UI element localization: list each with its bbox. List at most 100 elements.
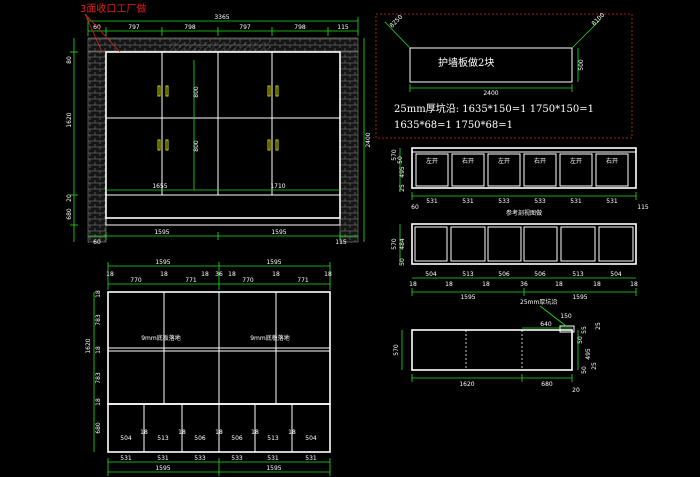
plan-total-a: 1595 [155,259,170,266]
total-height: 2400 [365,132,372,147]
door-label-1: 左开 [426,157,438,165]
front-elevation: 3365 60 797 798 797 798 115 80 1620 20 6… [66,2,372,246]
bench-dim-2: 531 [426,198,438,205]
plan-board-right: 9mm底板落地 [250,334,290,342]
ref-small-1: 18 [409,281,417,288]
plan-bottom-2: 531 [157,455,169,462]
kang-strip-line2: 1635*68=1 1750*68=1 [394,120,513,131]
side-top-4: 25 [595,322,602,330]
plan-top-2: 771 [185,277,197,284]
plan-left-4: 783 [95,372,102,384]
plan-view: 9mm底板落地 9mm底板落地 1595 1595 770 771 770 77… [85,259,332,476]
guard-diag-left: 8250 [388,14,404,30]
kang-edge [105,217,341,226]
top-hatch [170,42,270,52]
door-height-bottom: 800 [193,140,200,152]
left-dim-1: 80 [66,56,73,64]
ref-body [411,223,637,265]
guard-dash-frame [375,13,633,139]
bench-left-dim-4: 25 [399,184,406,192]
ref-left-dim-3: 50 [399,258,406,266]
plan-top-3: 770 [242,277,254,284]
plan-left-5: 18 [95,398,102,406]
ref-left-dim-1: 570 [391,238,398,250]
plan-bottom-total-a: 1595 [155,465,170,472]
plan-inner-small-2: 18 [178,429,186,436]
ref-small-7: 18 [630,281,638,288]
ref-small-6: 18 [593,281,601,288]
bench-left-dim-1: 570 [391,149,398,161]
plan-total-b: 1595 [266,259,281,266]
plan-bottom-total-b: 1595 [266,465,281,472]
side-top-1: 640 [540,321,552,328]
plan-left-6: 680 [95,422,102,434]
bench-body [411,147,637,189]
plan-inner-3: 506 [194,435,206,442]
plan-inner-6: 504 [305,435,317,442]
bench-doors [415,153,629,187]
top-dim-2: 797 [128,24,140,31]
bench-left-dim-3: 495 [399,166,406,178]
door-handles [157,85,279,151]
plan-board-left: 9mm底板落地 [141,334,181,342]
ref-dim-4: 506 [534,271,546,278]
top-dim-5: 798 [294,24,306,31]
ref-dim-5: 513 [572,271,584,278]
ref-dim-1: 504 [425,271,437,278]
bench-dim-1: 60 [411,204,419,211]
side-section: 25mm厚坑沿 640 150 55 25 570 50 495 25 50 1… [393,298,602,394]
side-bottom-b: 680 [541,381,553,388]
wall-left [87,51,107,243]
door-label-2: 右开 [462,157,474,165]
ref-small-4: 36 [520,281,528,288]
mid-dim-left: 1655 [152,183,167,190]
plan-bottom-6: 531 [305,455,317,462]
plan-inner-small-1: 18 [140,429,148,436]
bench-dim-3: 531 [462,198,474,205]
bench-elevation: 左开 右开 左开 右开 左开 右开 570 50 495 25 60 531 5… [391,147,649,217]
plan-bottom-5: 531 [267,455,279,462]
bench-dim-4: 533 [498,198,510,205]
side-top-3: 55 [581,326,588,334]
bottom-dim-a: 1595 [154,229,169,236]
ref-dim-6: 504 [610,271,622,278]
plan-top-small-3: 18 [201,271,209,278]
reference-section: 570 484 50 504 513 506 506 513 504 18 18… [391,223,638,301]
kang-strip-line1: 25mm厚坑沿: 1635*150=1 1750*150=1 [394,102,594,115]
ref-total-a: 1595 [460,294,475,301]
bottom-dim-b: 1595 [271,229,286,236]
bottom-dim-right: 115 [335,239,347,246]
bench-dim-7: 531 [606,198,618,205]
top-dim-4: 797 [239,24,251,31]
side-left-dim: 570 [393,344,400,356]
corner-note-leader [84,13,121,53]
plan-inner-1: 504 [120,435,132,442]
plan-top-small-4: 36 [215,271,223,278]
plan-bottom-3: 533 [194,455,206,462]
plan-left-3: 18 [95,346,102,354]
ref-small-5: 18 [555,281,563,288]
plan-inner-5: 513 [267,435,279,442]
side-bottom-a: 1620 [459,381,474,388]
left-dim-3: 20 [66,194,73,202]
side-right-1: 50 [577,336,584,344]
plan-inner-small-3: 18 [215,429,223,436]
door-label-6: 右开 [606,157,618,165]
plan-top-1: 770 [130,277,142,284]
top-dim-6: 115 [337,24,349,31]
guard-width: 2400 [483,90,498,97]
ref-small-3: 18 [482,281,490,288]
top-dim-3: 798 [184,24,196,31]
ref-small-2: 18 [445,281,453,288]
left-dim-2: 1620 [66,112,73,127]
mid-dim-right: 1710 [270,183,285,190]
plan-top-small-7: 18 [324,271,332,278]
ref-total-b: 1595 [572,294,587,301]
door-height-top: 800 [193,86,200,98]
side-right-4: 50 [581,366,588,374]
side-right-2: 495 [585,348,592,360]
edge-thickness-label: 25mm厚坑沿 [520,298,557,306]
door-label-3: 左开 [498,157,510,165]
plan-inner-2: 513 [157,435,169,442]
